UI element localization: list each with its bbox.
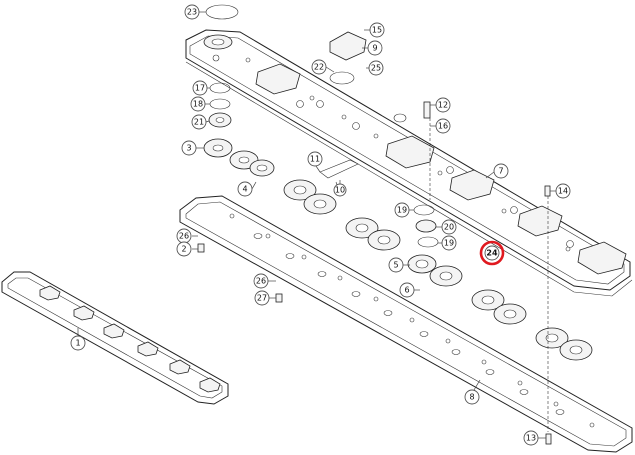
- callout-13[interactable]: 13: [523, 430, 539, 446]
- callout-20[interactable]: 20: [441, 219, 457, 235]
- gear-pair-5: [535, 327, 593, 361]
- svg-text:22: 22: [314, 63, 324, 72]
- callout-16[interactable]: 16: [435, 118, 451, 134]
- callout-12[interactable]: 12: [435, 97, 451, 113]
- callout-19a[interactable]: 19: [394, 202, 410, 218]
- svg-text:12: 12: [438, 101, 448, 110]
- svg-text:3: 3: [186, 144, 191, 153]
- callout-7[interactable]: 7: [493, 163, 509, 179]
- bearing-20: [415, 219, 437, 233]
- svg-text:11: 11: [310, 155, 320, 164]
- svg-text:5: 5: [393, 261, 398, 270]
- snap-rings: [209, 82, 231, 110]
- callout-8[interactable]: 8: [464, 389, 480, 405]
- bolt-13: [545, 433, 552, 445]
- callout-11[interactable]: 11: [307, 151, 323, 167]
- svg-text:13: 13: [526, 434, 536, 443]
- callout-27[interactable]: 27: [254, 290, 270, 306]
- svg-text:15: 15: [372, 26, 382, 35]
- svg-text:6: 6: [404, 286, 409, 295]
- callout-24-highlighted[interactable]: 24: [479, 240, 505, 266]
- overview-assembly: [1, 271, 229, 405]
- callout-21[interactable]: 21: [191, 114, 207, 130]
- callout-5[interactable]: 5: [388, 257, 404, 273]
- callout-15[interactable]: 15: [369, 22, 385, 38]
- callout-26b[interactable]: 26: [253, 273, 269, 289]
- svg-text:7: 7: [498, 167, 503, 176]
- svg-text:24: 24: [486, 249, 498, 258]
- cover-bosses: [203, 34, 627, 275]
- bolt-12: [423, 101, 431, 119]
- svg-text:17: 17: [195, 84, 205, 93]
- callout-17[interactable]: 17: [192, 80, 208, 96]
- bolt-2: [197, 243, 205, 253]
- upper-housing-cover: [185, 29, 633, 297]
- svg-text:14: 14: [558, 187, 568, 196]
- svg-text:27: 27: [257, 294, 267, 303]
- callout-labels: 23 15 9 22 25 17 18 21 12 16 3 11 10 7 1…: [70, 4, 571, 446]
- callout-10[interactable]: 10: [333, 183, 347, 197]
- svg-text:10: 10: [335, 186, 345, 195]
- gear-pair-4: [471, 289, 527, 325]
- svg-text:19: 19: [397, 206, 407, 215]
- ring-19b: [417, 236, 439, 248]
- svg-text:4: 4: [242, 185, 247, 194]
- callout-19b[interactable]: 19: [441, 235, 457, 251]
- callout-14[interactable]: 14: [555, 183, 571, 199]
- svg-text:23: 23: [187, 8, 197, 17]
- callout-2[interactable]: 2: [176, 241, 192, 257]
- callout-18[interactable]: 18: [190, 96, 206, 112]
- bearing-housing: [329, 31, 367, 61]
- svg-text:19: 19: [444, 239, 454, 248]
- gear-pair-1: [283, 179, 337, 215]
- svg-text:26: 26: [179, 232, 189, 241]
- o-ring: [205, 4, 239, 20]
- svg-text:18: 18: [193, 100, 203, 109]
- bolt-27: [275, 293, 283, 303]
- lower-housing-holes: [229, 213, 595, 428]
- svg-text:20: 20: [444, 223, 454, 232]
- drive-gear-set: [203, 112, 275, 177]
- svg-text:16: 16: [438, 122, 448, 131]
- callout-23[interactable]: 23: [184, 4, 200, 20]
- svg-text:1: 1: [75, 339, 80, 348]
- gear-train: [197, 4, 593, 445]
- callout-3[interactable]: 3: [181, 140, 197, 156]
- callout-9[interactable]: 9: [367, 40, 383, 56]
- callout-22[interactable]: 22: [311, 59, 327, 75]
- svg-text:26: 26: [256, 277, 266, 286]
- callout-1[interactable]: 1: [70, 335, 86, 351]
- svg-text:9: 9: [372, 44, 377, 53]
- ring-19a: [413, 204, 435, 216]
- svg-text:21: 21: [194, 118, 204, 127]
- callout-4[interactable]: 4: [237, 181, 253, 197]
- callout-26a[interactable]: 26: [176, 228, 192, 244]
- lower-housing-plate: [179, 195, 633, 453]
- svg-text:2: 2: [181, 245, 186, 254]
- bolt-14: [544, 185, 551, 197]
- gear-pair-3: [407, 254, 463, 287]
- svg-text:25: 25: [371, 64, 381, 73]
- svg-text:8: 8: [469, 393, 474, 402]
- gear-pair-2: [345, 217, 401, 251]
- leader-lines: [77, 11, 556, 439]
- callout-25[interactable]: 25: [368, 60, 384, 76]
- callout-6[interactable]: 6: [399, 282, 415, 298]
